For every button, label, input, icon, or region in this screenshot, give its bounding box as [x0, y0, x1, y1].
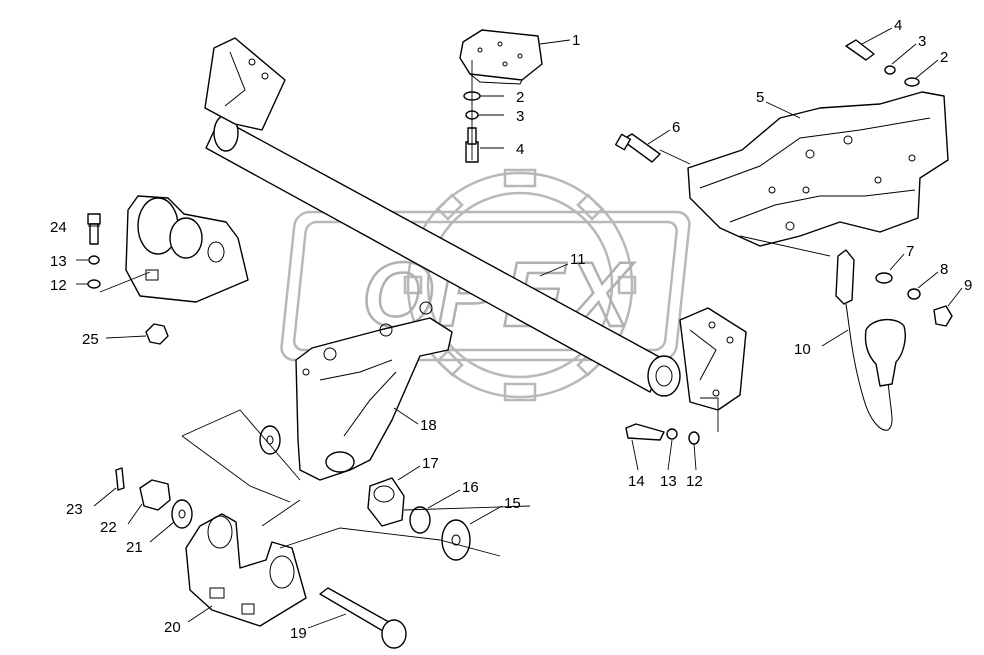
- callout-2: 2: [940, 49, 948, 66]
- cross-member-bolt: [614, 133, 661, 163]
- callout-4: 4: [516, 141, 524, 158]
- callout-5: 5: [756, 89, 764, 106]
- right-tube-bracket: [679, 307, 747, 411]
- callout-6: 6: [672, 119, 680, 136]
- lower-bracket: [185, 513, 307, 627]
- lower-washer: [171, 499, 193, 529]
- callout-3: 3: [516, 108, 524, 125]
- callout-8: 8: [940, 261, 948, 278]
- ground-strap: [835, 249, 906, 431]
- leader-lines: [76, 27, 963, 629]
- left-rubber-mount: [125, 195, 249, 303]
- strap-washer: [875, 272, 893, 284]
- callout-1: 1: [572, 32, 580, 49]
- callout-17: 17: [422, 455, 439, 472]
- callout-20: 20: [164, 619, 181, 636]
- strap-lock-washer: [907, 288, 921, 300]
- left-mount-washer: [87, 279, 101, 289]
- top-mount-block: [459, 29, 543, 85]
- callout-22: 22: [100, 519, 117, 536]
- callout-10: 10: [794, 341, 811, 358]
- left-mount-lock-washer: [88, 255, 100, 265]
- bushing-washer-small: [409, 506, 431, 534]
- cross-member: [687, 91, 949, 247]
- callout-19: 19: [290, 625, 307, 642]
- callout-18: 18: [420, 417, 437, 434]
- callout-labels: 1 2 3 4 4 3 2 5 6 7 8 9 10 11 12 13 24 2…: [50, 17, 972, 642]
- callout-11: 11: [570, 251, 586, 268]
- callout-16: 16: [462, 479, 479, 496]
- bushing: [367, 477, 405, 527]
- upper-right-bolt: [845, 39, 875, 61]
- assembly-lines: [99, 60, 831, 557]
- callout-23: 23: [66, 501, 83, 518]
- callout-12: 12: [686, 473, 703, 490]
- castle-nut: [139, 479, 171, 511]
- bushing-washer-large: [441, 519, 471, 561]
- callout-4: 4: [894, 17, 902, 34]
- callout-14: 14: [628, 473, 645, 490]
- callout-2: 2: [516, 89, 524, 106]
- callout-13: 13: [50, 253, 67, 270]
- upper-right-washer: [904, 77, 920, 87]
- left-mount-nut: [145, 323, 169, 345]
- lower-pin: [319, 587, 407, 649]
- callout-7: 7: [906, 243, 914, 260]
- callout-12: 12: [50, 277, 67, 294]
- arm-washer: [259, 425, 281, 455]
- upper-right-lock-washer: [884, 65, 896, 75]
- callout-15: 15: [504, 495, 521, 512]
- axle-tube: [205, 114, 681, 397]
- callout-21: 21: [126, 539, 143, 556]
- cotter-pin: [115, 467, 125, 491]
- left-mount-bolt: [87, 213, 101, 245]
- right-washer: [688, 431, 700, 445]
- callout-13: 13: [660, 473, 677, 490]
- center-arm-bracket: [295, 301, 453, 481]
- callout-24: 24: [50, 219, 67, 236]
- callout-3: 3: [918, 33, 926, 50]
- callout-9: 9: [964, 277, 972, 294]
- right-lock-washer: [666, 428, 678, 440]
- left-tube-bracket: [204, 37, 286, 131]
- right-bolt: [625, 423, 665, 441]
- callout-25: 25: [82, 331, 99, 348]
- strap-nut: [933, 305, 953, 327]
